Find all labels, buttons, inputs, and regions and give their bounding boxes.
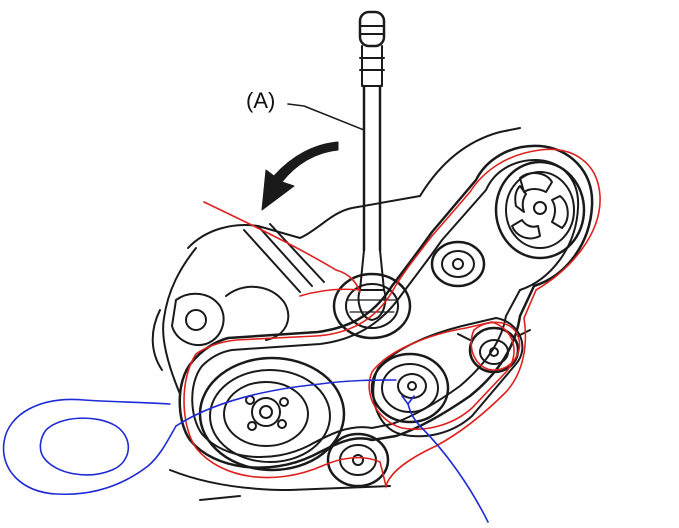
blue-pointer-tip — [401, 395, 415, 406]
red-tension-line-1 — [203, 201, 337, 271]
small-right-pulley — [457, 326, 531, 374]
blue-inner-loop — [39, 417, 130, 476]
red-tension-line-3 — [335, 269, 361, 293]
alternator-pulley — [494, 160, 586, 260]
serpentine-belt-outer — [178, 144, 594, 469]
upper-idler-pulley — [430, 240, 486, 288]
secondary-belt — [372, 317, 524, 438]
rotation-arrow — [261, 141, 339, 211]
callout-label-a: (A) — [246, 88, 276, 113]
red-annotations — [183, 148, 601, 490]
crankshaft-pulley — [198, 356, 346, 472]
engine-block-outline — [151, 127, 521, 395]
blue-pointer-line — [407, 403, 489, 523]
breaker-bar-tool — [357, 10, 387, 321]
callout-leader — [287, 103, 365, 131]
engine-rib-1 — [243, 223, 325, 293]
red-belt-trace — [183, 148, 601, 490]
blue-outer-loop — [2, 398, 177, 496]
engine-casting-left — [171, 292, 225, 346]
engine-casting-mid — [225, 285, 290, 341]
casting-boss — [185, 309, 207, 331]
blue-connector — [175, 379, 397, 427]
engine-line-art — [151, 10, 594, 501]
blue-annotations — [2, 379, 489, 523]
engine-edge-lower — [169, 469, 391, 501]
red-tension-line-2 — [299, 288, 361, 297]
belt-tensioner-pulley — [332, 272, 412, 340]
red-small-pulley-loop — [470, 321, 521, 371]
red-inner-loop — [368, 321, 515, 430]
